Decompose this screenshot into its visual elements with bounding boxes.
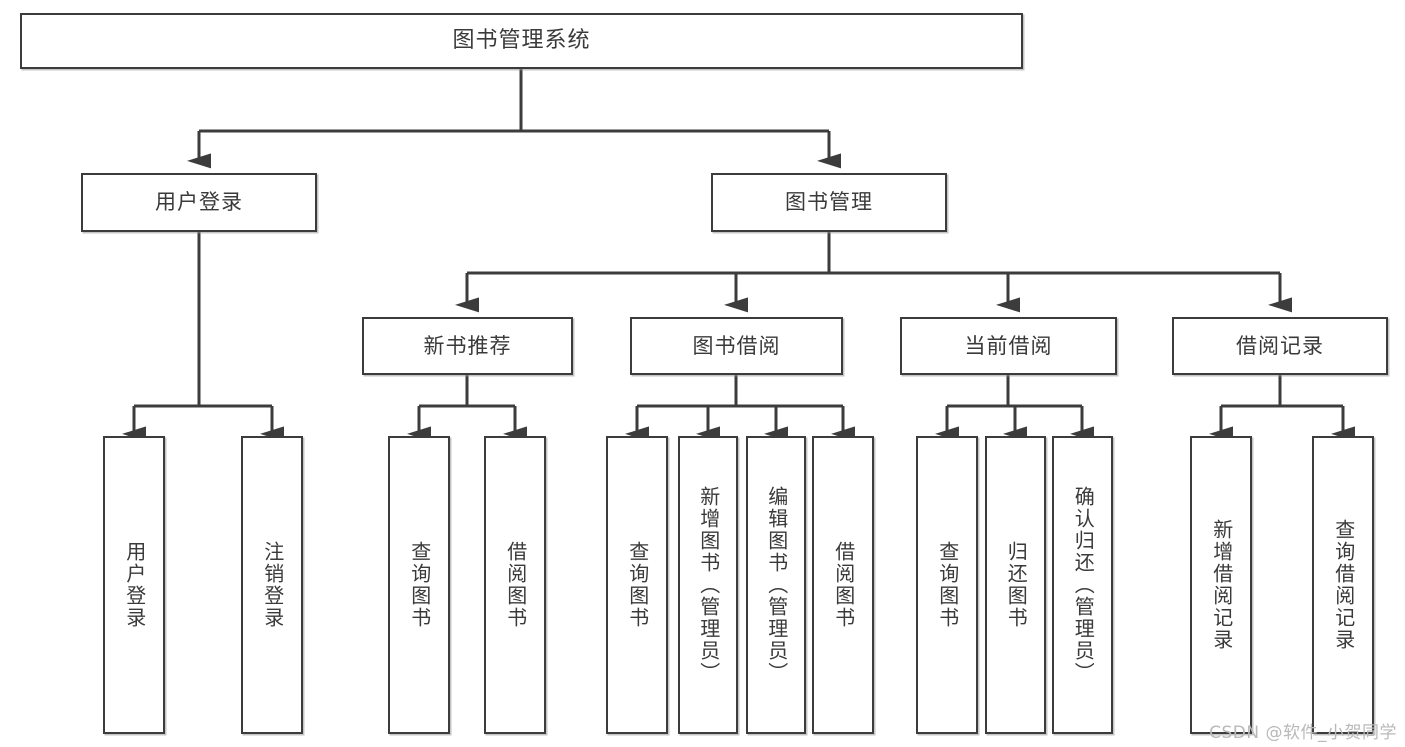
node-leaf-edit-book-label: 编辑图书（管理员） [764,486,789,684]
node-leaf-borrow-book-2[interactable]: 借阅图书 [812,436,874,734]
node-leaf-add-record-label: 新增借阅记录 [1209,519,1234,651]
node-leaf-return-book[interactable]: 归还图书 [985,436,1046,734]
node-leaf-query-book-2[interactable]: 查询图书 [606,436,668,734]
node-leaf-query-book-3[interactable]: 查询图书 [916,436,978,734]
node-book-manage[interactable]: 图书管理 [711,173,947,232]
node-book-manage-label: 图书管理 [785,190,873,215]
node-borrow-record[interactable]: 借阅记录 [1172,317,1388,375]
node-leaf-borrow-book-2-label: 借阅图书 [831,541,856,629]
node-leaf-query-record-label: 查询借阅记录 [1331,519,1356,651]
node-leaf-query-book-1[interactable]: 查询图书 [388,436,450,734]
node-leaf-query-record[interactable]: 查询借阅记录 [1312,436,1374,734]
node-leaf-add-book-label: 新增图书（管理员） [696,486,721,684]
node-borrow-record-label: 借阅记录 [1236,333,1324,358]
node-leaf-user-login-label: 用户登录 [122,541,147,629]
node-book-borrow-label: 图书借阅 [692,333,781,358]
node-leaf-confirm-return-label: 确认归还（管理员） [1071,486,1096,684]
node-new-book-recommend-label: 新书推荐 [423,333,512,358]
node-leaf-add-book[interactable]: 新增图书（管理员） [678,436,738,734]
node-book-borrow[interactable]: 图书借阅 [630,317,843,375]
node-user-login[interactable]: 用户登录 [81,173,317,232]
node-leaf-borrow-book-1[interactable]: 借阅图书 [484,436,546,734]
node-leaf-user-logout[interactable]: 注销登录 [241,436,303,734]
node-new-book-recommend[interactable]: 新书推荐 [362,317,573,375]
node-leaf-confirm-return[interactable]: 确认归还（管理员） [1052,436,1113,734]
node-root-label: 图书管理系统 [452,28,591,54]
node-leaf-query-book-2-label: 查询图书 [625,541,650,629]
node-root[interactable]: 图书管理系统 [20,13,1023,69]
node-leaf-return-book-label: 归还图书 [1004,541,1029,629]
node-leaf-add-record[interactable]: 新增借阅记录 [1190,436,1252,734]
watermark-text: CSDN @软件_小贺同学 [1209,723,1397,743]
node-leaf-user-login[interactable]: 用户登录 [103,436,165,734]
node-current-borrow-label: 当前借阅 [964,333,1053,358]
node-leaf-user-logout-label: 注销登录 [260,541,285,629]
node-leaf-borrow-book-1-label: 借阅图书 [503,541,528,629]
node-leaf-query-book-1-label: 查询图书 [407,541,432,629]
node-leaf-edit-book[interactable]: 编辑图书（管理员） [746,436,806,734]
node-leaf-query-book-3-label: 查询图书 [935,541,960,629]
node-user-login-label: 用户登录 [155,190,243,215]
node-current-borrow[interactable]: 当前借阅 [900,317,1117,375]
